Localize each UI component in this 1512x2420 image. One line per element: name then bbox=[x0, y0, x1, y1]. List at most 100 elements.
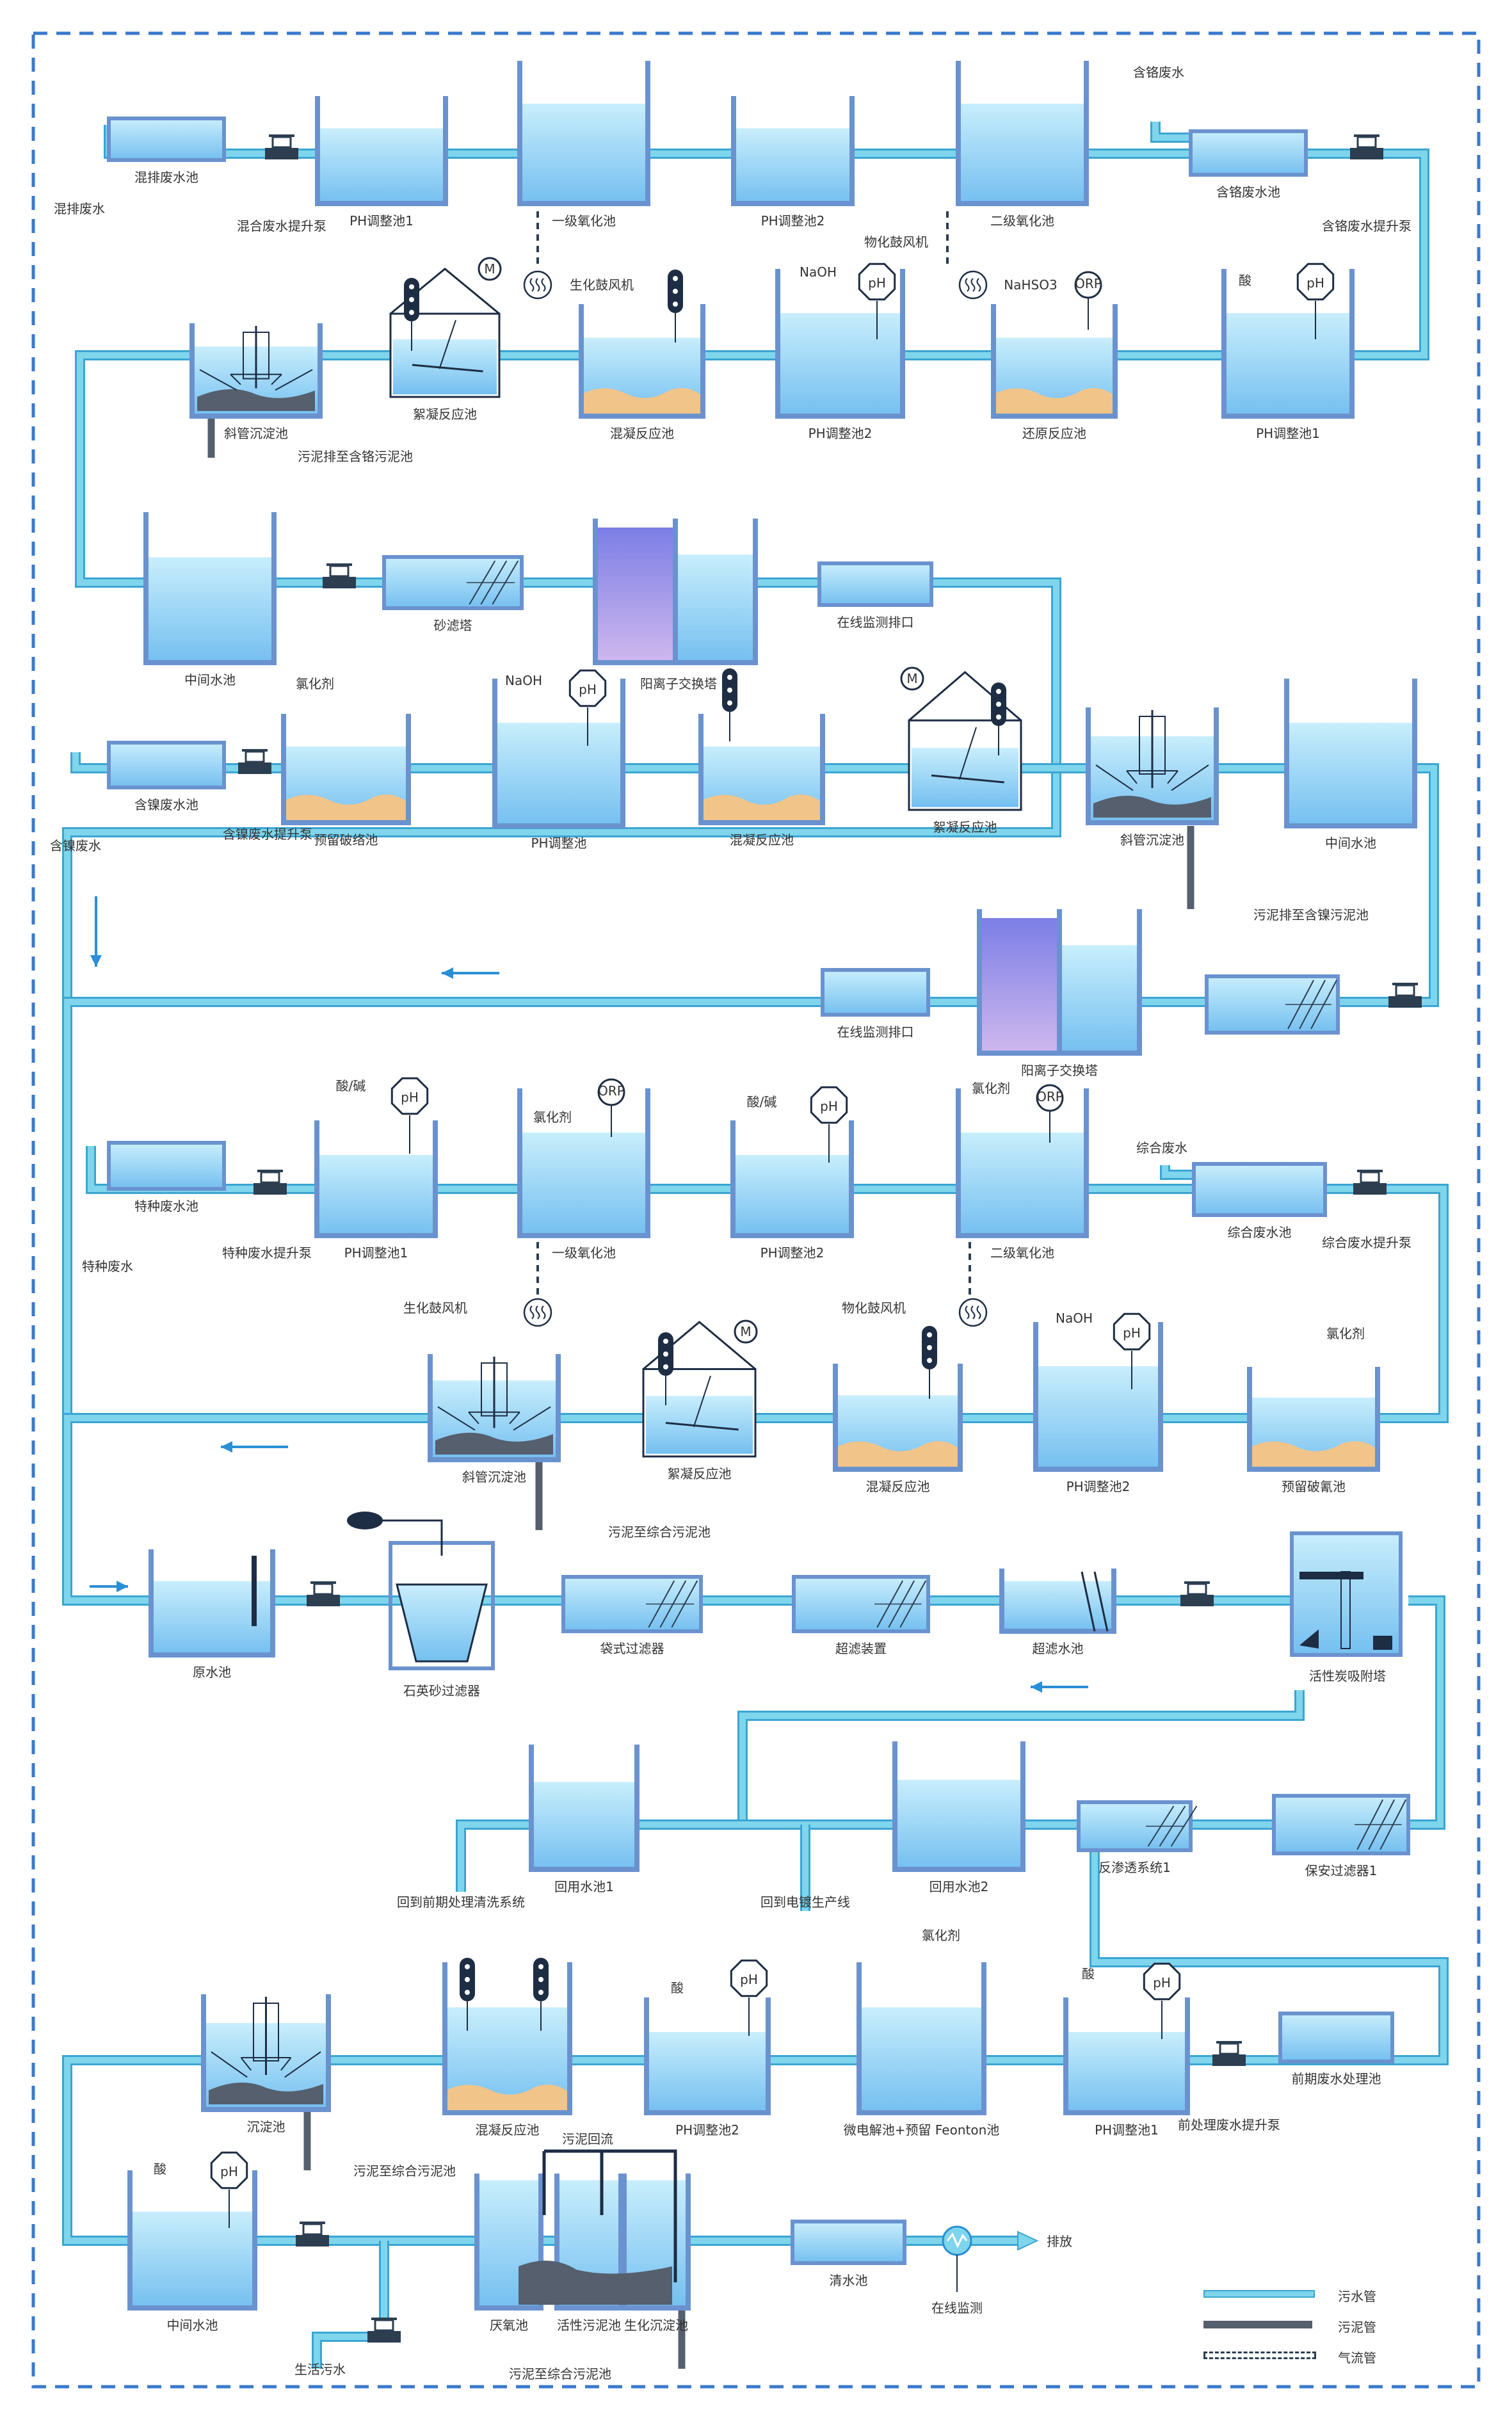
quartz-filter-motor bbox=[347, 1512, 383, 1529]
inlet-label: 生活污水 bbox=[294, 2362, 346, 2377]
chem-label: 酸 bbox=[1239, 273, 1251, 288]
tank-water bbox=[778, 313, 903, 416]
dosing-dot bbox=[663, 1351, 668, 1357]
chem-label: 酸/碱 bbox=[336, 1078, 366, 1093]
tank-label: 含铬废水池 bbox=[1216, 184, 1280, 200]
tank-wall bbox=[314, 1120, 438, 1238]
tank-label: 沉淀池 bbox=[247, 2119, 286, 2134]
tank-water bbox=[958, 103, 1086, 204]
carbon-tower bbox=[1290, 1531, 1403, 1657]
tank-label: 絮凝反应池 bbox=[933, 819, 997, 835]
ph-meter-icon bbox=[730, 1959, 768, 1997]
tank-label: 斜管沉淀池 bbox=[1120, 832, 1184, 848]
tank-water bbox=[531, 1782, 637, 1869]
dosing-dot bbox=[663, 1339, 668, 1344]
tank-water bbox=[895, 1780, 1023, 1869]
ph-meter-text: pH bbox=[1307, 275, 1324, 291]
dosing-dot bbox=[465, 1964, 470, 1969]
pump-base bbox=[253, 1183, 287, 1195]
dosing-dot bbox=[673, 289, 678, 294]
legend-swatch-air bbox=[1203, 2351, 1316, 2359]
sludge-sand bbox=[447, 2085, 567, 2110]
dosing-dot bbox=[465, 1990, 470, 1995]
tank-label: 在线监测排口 bbox=[837, 615, 914, 630]
dosing-dot bbox=[996, 689, 1001, 694]
mixer-paddle bbox=[412, 364, 483, 373]
dosing-dot bbox=[409, 284, 414, 289]
mixer-shaft bbox=[438, 319, 456, 369]
sludge-bed bbox=[197, 389, 315, 411]
inlet-label: 混排废水 bbox=[54, 201, 105, 216]
flow-arrow-head bbox=[221, 1441, 232, 1453]
tank-wall bbox=[731, 96, 855, 206]
wastewater-pipe-fill bbox=[1408, 1597, 1444, 1828]
ph-meter-icon bbox=[390, 1077, 429, 1115]
tank-wall bbox=[698, 714, 825, 825]
flow-arrow-head bbox=[117, 1581, 128, 1592]
blower-wave bbox=[529, 1305, 535, 1319]
orp-meter-text: ORP bbox=[1075, 276, 1102, 291]
inclined-tubes bbox=[199, 369, 313, 391]
legend-label: 污水管 bbox=[1338, 2289, 1376, 2304]
tank-label: PH调整池2 bbox=[1066, 1479, 1130, 1494]
chem-label: NaOH bbox=[1056, 1311, 1093, 1326]
motor-text: M bbox=[740, 1324, 751, 1339]
chem-label: 酸 bbox=[1082, 1966, 1095, 1981]
tank-label: 中间水池 bbox=[167, 2318, 218, 2333]
tank-label: 中间水池 bbox=[184, 672, 236, 688]
small-tank bbox=[1278, 2012, 1394, 2063]
pump-base bbox=[1212, 2054, 1246, 2066]
tank-label: 预留破络池 bbox=[314, 832, 378, 848]
legend-item-water-pipe: 污水管 bbox=[1203, 2284, 1395, 2304]
pump-body bbox=[329, 565, 350, 577]
sludge-label: 污泥至综合污泥池 bbox=[353, 2163, 456, 2179]
tank-wall bbox=[149, 1549, 275, 1658]
sludge-sand bbox=[1252, 1441, 1375, 1467]
tank-wall bbox=[442, 1962, 572, 2115]
ph-meter-text: pH bbox=[820, 1099, 838, 1114]
tank-label: PH调整池1 bbox=[1256, 426, 1320, 441]
small-tank bbox=[791, 2220, 906, 2265]
tank-wall bbox=[775, 269, 905, 419]
wastewater-pipe-fill bbox=[64, 752, 1437, 1421]
monitor-label: 在线监测 bbox=[931, 2300, 983, 2316]
pump-base bbox=[1388, 996, 1422, 1008]
pump-body bbox=[1219, 2042, 1239, 2055]
chem-label: 酸/碱 bbox=[747, 1094, 777, 1109]
pump-base bbox=[1350, 148, 1383, 159]
ion-water bbox=[678, 554, 755, 663]
tank-wall bbox=[622, 2174, 691, 2311]
discharge-label: 排放 bbox=[1047, 2234, 1072, 2249]
pump-base bbox=[323, 577, 356, 588]
wastewater-pipe bbox=[1408, 1595, 1445, 1830]
online-monitor-icon bbox=[942, 2225, 972, 2256]
legend-label: 污泥管 bbox=[1338, 2319, 1376, 2335]
dosing-dot bbox=[996, 702, 1001, 707]
dosing-dot bbox=[727, 675, 732, 680]
blower-wave bbox=[965, 1305, 970, 1319]
tank-wall bbox=[956, 61, 1089, 206]
tank-label: 活性炭吸附塔 bbox=[1309, 1668, 1386, 1684]
sludge-bed bbox=[209, 2082, 323, 2104]
dosing-dot bbox=[538, 1977, 543, 1982]
pump-body bbox=[1360, 1171, 1380, 1184]
blower-wave bbox=[541, 1305, 546, 1319]
pump-body bbox=[302, 2223, 323, 2236]
tank-water bbox=[1066, 2032, 1187, 2113]
dosing-dot bbox=[465, 1977, 470, 1982]
tank-label: 综合废水池 bbox=[1228, 1225, 1292, 1240]
dosing-dot bbox=[409, 297, 414, 302]
tank-label: 斜管沉淀池 bbox=[462, 1469, 526, 1485]
pump-body bbox=[374, 2319, 394, 2332]
tank-wall bbox=[1247, 1367, 1380, 1472]
sludge-sand bbox=[996, 388, 1113, 414]
sludge-label: 污泥排至含铬污泥池 bbox=[298, 449, 413, 464]
tank-label: PH调整池2 bbox=[761, 213, 825, 229]
tank-wall bbox=[833, 1364, 963, 1472]
floc-water bbox=[912, 748, 1018, 807]
chem-label: 氯化剂 bbox=[1326, 1326, 1365, 1341]
chem-label: NaOH bbox=[505, 673, 542, 688]
wastewater-pipe-fill bbox=[314, 2241, 387, 2369]
tank-label: 厌氧池 bbox=[490, 2318, 528, 2333]
